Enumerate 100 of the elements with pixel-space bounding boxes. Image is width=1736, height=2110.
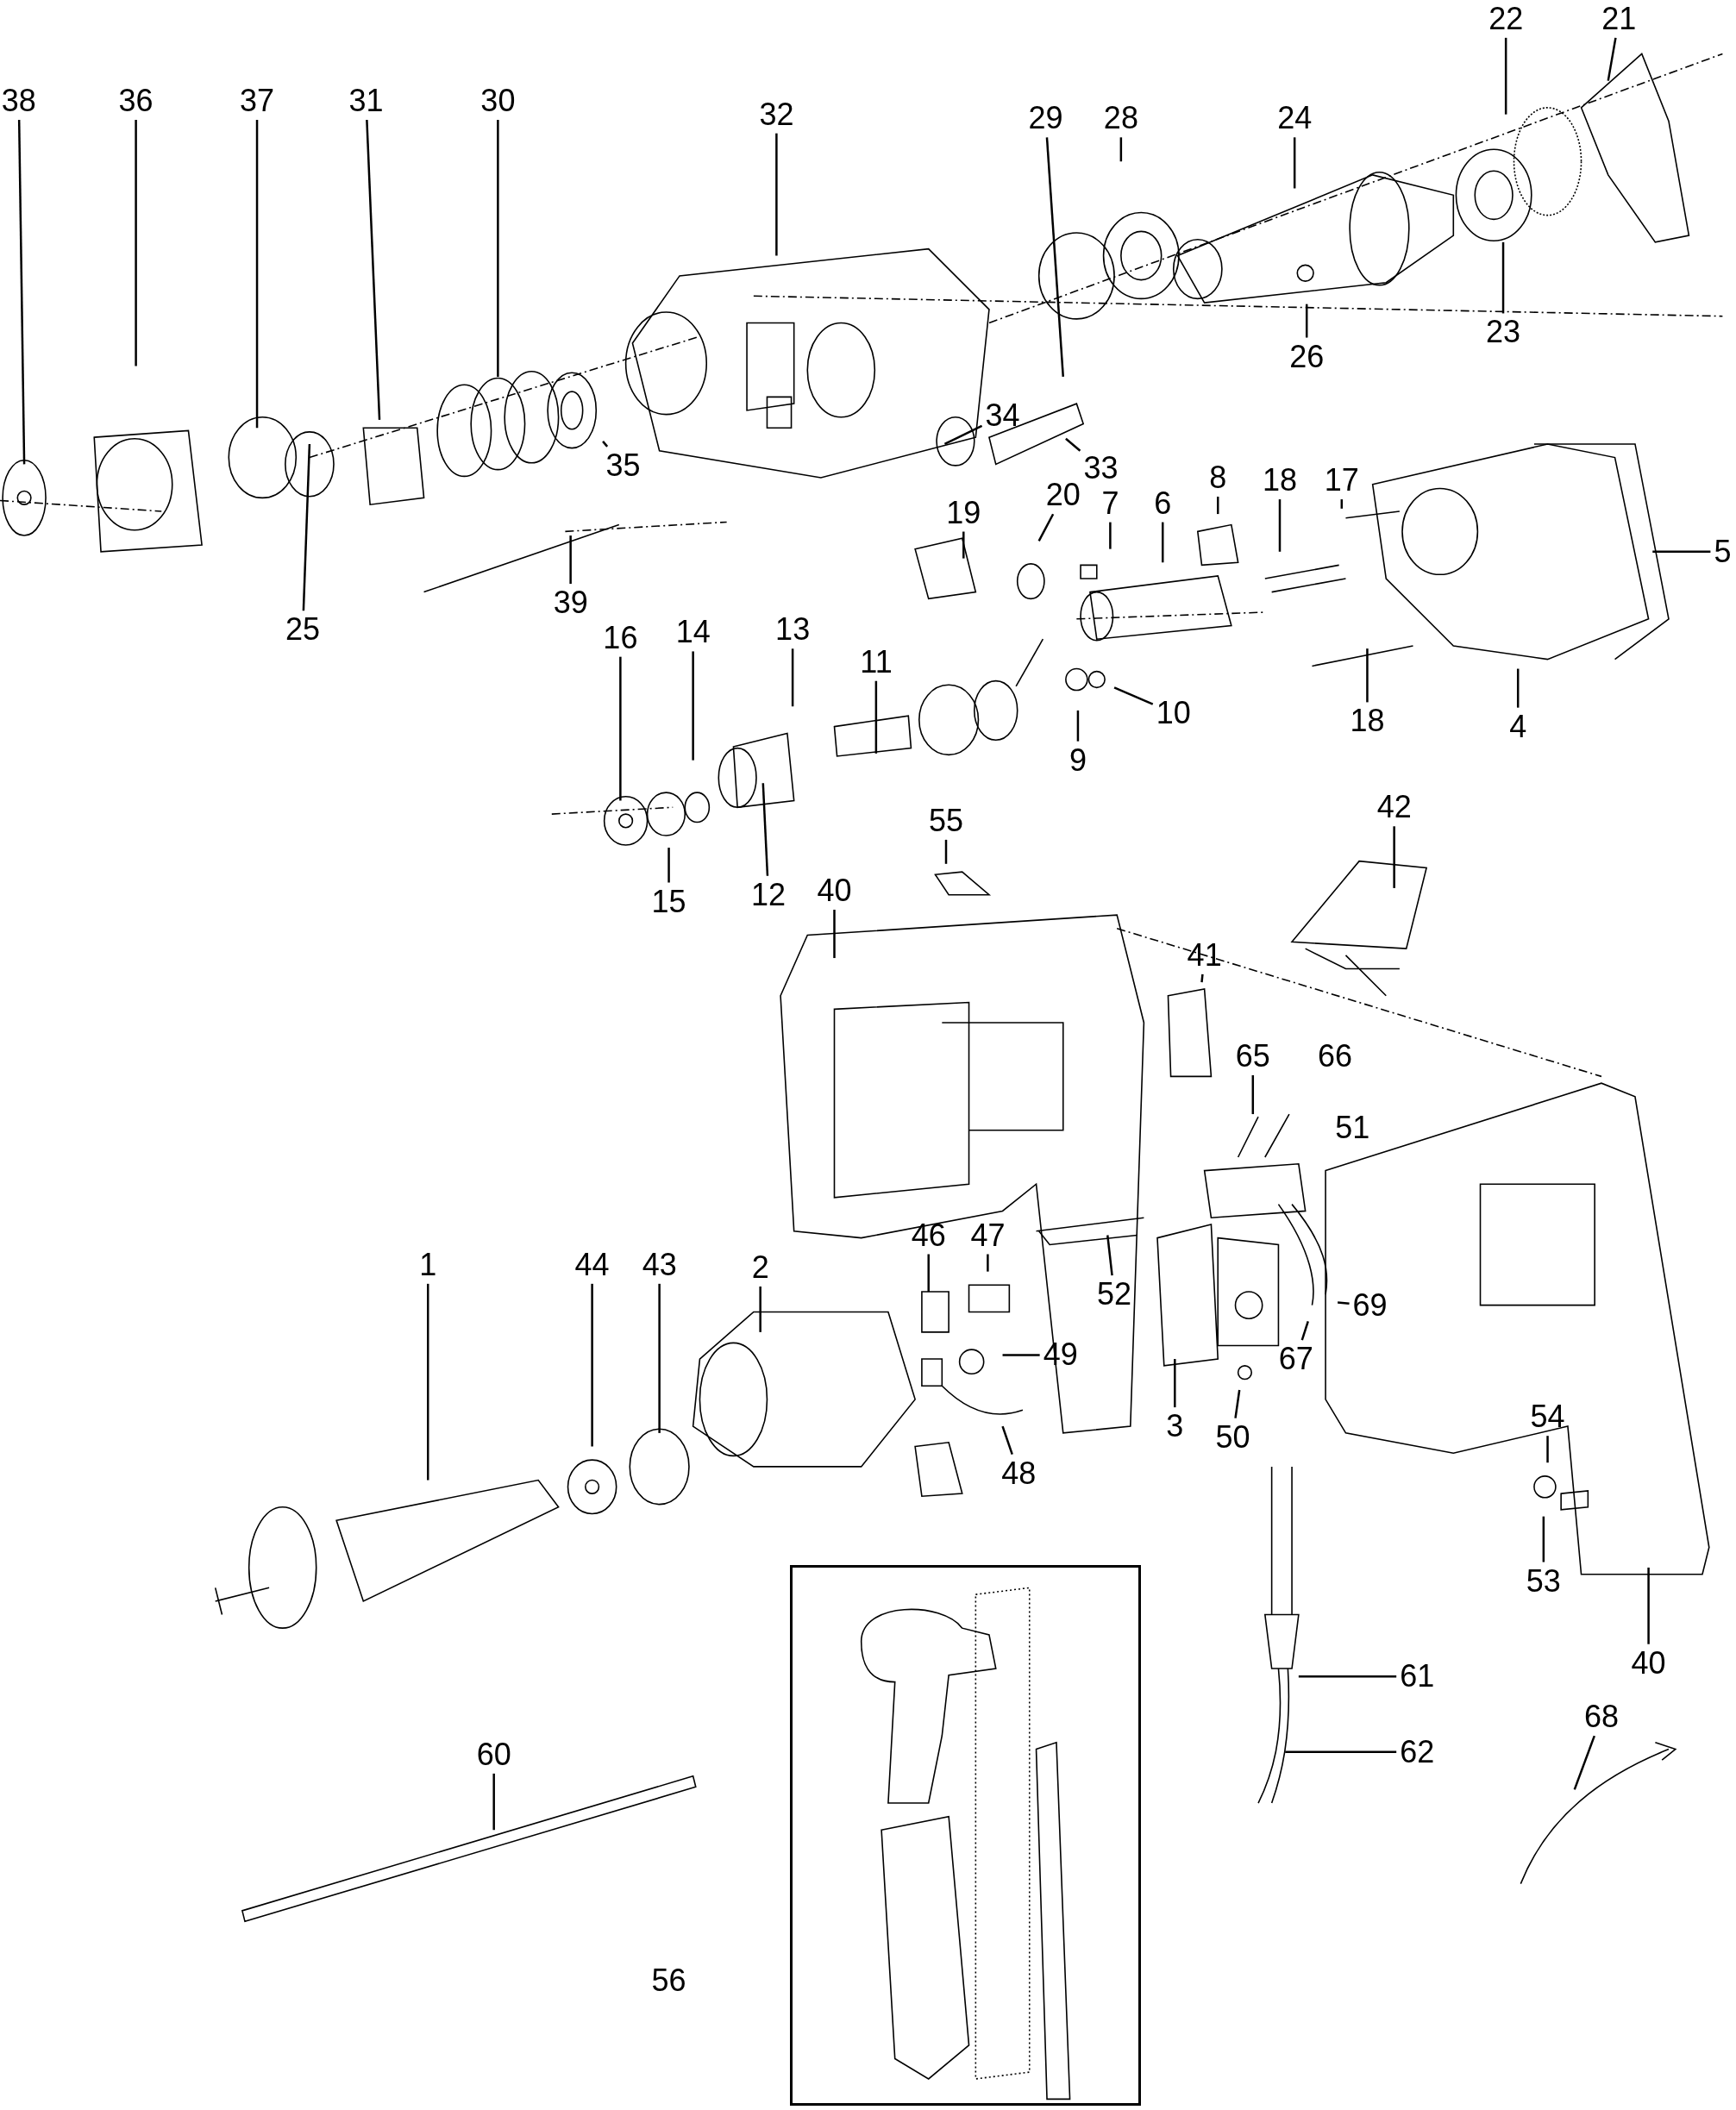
callout-number: 9 (1069, 744, 1087, 776)
leader-line (497, 120, 499, 377)
leader-line (427, 1283, 429, 1481)
callout-number: 65 (1235, 1040, 1270, 1072)
leader-line (1001, 1425, 1013, 1456)
leader-line (1504, 37, 1507, 115)
leader-line (943, 424, 983, 446)
callout-number: 51 (1335, 1111, 1370, 1143)
leader-line (1251, 1074, 1255, 1115)
leader-line (1278, 499, 1282, 552)
callout-number: 11 (860, 646, 893, 678)
callout-number: 42 (1376, 792, 1412, 823)
leader-line (692, 651, 694, 761)
leader-line (1065, 437, 1081, 452)
callout-number: 61 (1400, 1661, 1435, 1693)
leader-line (1300, 1321, 1309, 1341)
leader-line (1546, 1436, 1549, 1463)
leader-line (1652, 550, 1711, 554)
callout-number: 16 (603, 622, 638, 654)
callout-number: 33 (1083, 453, 1119, 485)
callout-number: 68 (1583, 1701, 1619, 1733)
callout-number: 17 (1324, 465, 1359, 497)
leader-line (761, 783, 769, 876)
callout-number: 62 (1400, 1736, 1435, 1768)
callout-number: 30 (480, 85, 516, 117)
callout-number: 40 (817, 875, 852, 906)
callout-number: 25 (285, 614, 321, 646)
callout-number: 22 (1488, 3, 1524, 34)
leader-line (1119, 137, 1123, 162)
leader-line (1216, 496, 1219, 515)
callout-number: 37 (240, 85, 275, 117)
leader-line (1045, 137, 1064, 377)
leader-line (17, 120, 26, 465)
callout-number: 12 (751, 879, 787, 911)
leader-line (962, 531, 965, 559)
callout-number: 13 (775, 614, 811, 646)
callout-number: 44 (574, 1249, 610, 1280)
leader-line (1542, 1516, 1545, 1562)
leader-line (1298, 1675, 1397, 1678)
leader-line (1113, 686, 1154, 705)
leader-line (1285, 1750, 1397, 1753)
callout-number: 40 (1631, 1647, 1666, 1679)
callout-number: 15 (651, 886, 686, 917)
callout-number: 3 (1166, 1411, 1184, 1443)
leader-line (1174, 1359, 1176, 1408)
leader-line (569, 535, 572, 585)
callout-number: 10 (1156, 698, 1191, 729)
leader-line (1305, 304, 1308, 338)
leader-line (874, 680, 878, 754)
callout-number: 66 (1317, 1040, 1352, 1072)
leader-line (1647, 1567, 1650, 1644)
leader-line (944, 839, 948, 864)
leader-line (255, 120, 259, 429)
callout-number: 38 (1, 85, 36, 117)
leader-line (759, 1286, 761, 1332)
leader-line (1293, 137, 1296, 189)
callout-number: 69 (1352, 1289, 1388, 1321)
callout-number: 43 (642, 1249, 677, 1280)
callout-number: 18 (1350, 705, 1385, 737)
leader-line (658, 1283, 661, 1433)
leader-line (791, 648, 794, 707)
callout-number: 47 (970, 1219, 1006, 1251)
leader-line (1109, 522, 1112, 549)
callout-number: 2 (751, 1251, 769, 1283)
leader-line (1573, 1735, 1595, 1790)
callout-number: 54 (1530, 1401, 1565, 1433)
callout-number: 46 (911, 1219, 946, 1251)
callout-number: 28 (1103, 103, 1138, 135)
callout-number: 1 (419, 1249, 437, 1280)
leader-line (1340, 499, 1344, 509)
callout-number: 29 (1028, 103, 1063, 135)
leader-line (619, 656, 622, 801)
callout-number: 36 (118, 85, 154, 117)
callout-number: 67 (1278, 1343, 1313, 1375)
leader-line (1338, 1301, 1350, 1305)
leader-line (1200, 974, 1204, 983)
leader-line (591, 1283, 593, 1447)
callout-number: 4 (1509, 711, 1527, 742)
callout-number: 31 (348, 85, 384, 117)
callout-number: 24 (1277, 103, 1313, 135)
leader-line (602, 441, 609, 448)
callout-number: 8 (1209, 461, 1227, 493)
leader-line (987, 1254, 989, 1272)
leader-line (1516, 668, 1520, 708)
leader-line (833, 910, 836, 959)
leader-line (667, 848, 670, 883)
callout-number: 18 (1263, 465, 1298, 497)
leader-line (1002, 1354, 1040, 1356)
leader-line (1076, 710, 1080, 742)
leader-line (1162, 522, 1164, 563)
callout-number: 53 (1526, 1565, 1561, 1597)
leader-line (775, 133, 778, 256)
leader-line (1234, 1389, 1241, 1418)
leader-line (1106, 1235, 1113, 1276)
callout-number: 23 (1486, 316, 1521, 348)
callout-number: 50 (1215, 1421, 1250, 1453)
callout-number: 52 (1097, 1279, 1132, 1311)
leader-line (1501, 241, 1505, 314)
callout-number: 14 (675, 617, 711, 648)
leader-line (1037, 513, 1055, 542)
